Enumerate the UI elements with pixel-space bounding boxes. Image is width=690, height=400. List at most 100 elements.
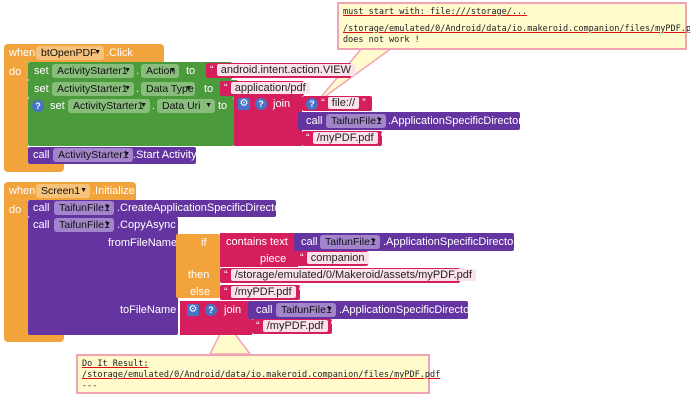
event-block-body: [4, 60, 28, 170]
component-dropdown-taifunfile1[interactable]: TaifunFile1▼: [320, 235, 380, 249]
property-name: Action: [146, 65, 176, 77]
text-value[interactable]: /myPDF.pdf: [230, 286, 296, 298]
component-dropdown-btopenpdf[interactable]: btOpenPDF▼: [36, 46, 104, 60]
text-value[interactable]: companion: [306, 252, 369, 264]
component-name: ActivityStarter1: [57, 65, 128, 77]
comment-line-3: ---: [82, 381, 98, 391]
text-block-companion[interactable]: “ companion ”: [296, 251, 375, 266]
contains-text-block[interactable]: [220, 233, 298, 267]
component-dropdown-screen1[interactable]: Screen1▼: [36, 184, 90, 198]
component-dropdown-activitystarter1[interactable]: ActivityStarter1▼: [53, 148, 133, 162]
dot: .: [152, 100, 156, 112]
dot: .: [136, 65, 140, 77]
comment-line-1: Do It Result:: [82, 359, 149, 369]
do-label: do: [9, 204, 22, 216]
component-name: TaifunFile1: [281, 304, 332, 316]
comment-line-2: /storage/emulated/0/Android/data/io.make…: [82, 370, 441, 380]
component-dropdown-taifunfile1[interactable]: TaifunFile1▼: [54, 201, 114, 215]
mutator-question-icon[interactable]: ?: [32, 100, 44, 112]
set-label: set: [50, 100, 65, 112]
method-name: .CopyAsync: [117, 219, 176, 231]
method-name: .ApplicationSpecificDirectory: [388, 115, 528, 127]
component-dropdown-taifunfile1[interactable]: TaifunFile1▼: [54, 218, 114, 232]
text-block-mypdf[interactable]: “ /myPDF.pdf ”: [252, 319, 334, 334]
comment-bubble-bottom: Do It Result: /storage/emulated/0/Androi…: [76, 354, 441, 394]
gear-icon[interactable]: ⚙: [187, 304, 199, 316]
text-value[interactable]: android.intent.action.VIEW: [216, 64, 355, 76]
comment-bubble-top: must start with: file:///storage/... /st…: [337, 2, 690, 50]
text-value[interactable]: /myPDF.pdf: [312, 132, 378, 144]
call-label: call: [33, 149, 50, 161]
set-label: set: [34, 65, 49, 77]
piece-label: piece: [260, 253, 287, 265]
text-block-action[interactable]: “ android.intent.action.VIEW ”: [206, 63, 362, 78]
comment-line-1: must start with: file:///storage/...: [343, 7, 528, 17]
text-block-mypdf[interactable]: “ /myPDF.pdf ”: [302, 131, 384, 146]
call-label: call: [33, 202, 50, 214]
call-block-copy-async[interactable]: [28, 217, 178, 335]
component-name: TaifunFile1: [59, 219, 110, 231]
component-dropdown-taifunfile1[interactable]: TaifunFile1▼: [326, 114, 386, 128]
component-name: btOpenPDF: [41, 47, 97, 59]
to-file-name-label: toFileName: [120, 304, 177, 316]
method-name: .ApplicationSpecificDirectory: [339, 304, 479, 316]
property-dropdown-action[interactable]: Action▼: [141, 64, 179, 78]
to-label: to: [204, 83, 214, 95]
join-label: join: [273, 98, 291, 110]
property-name: Data Type: [146, 83, 194, 95]
text-value[interactable]: file://: [327, 97, 360, 109]
call-label: call: [33, 219, 50, 231]
method-name: .CreateApplicationSpecificDirectory: [117, 202, 290, 214]
when-label: when: [9, 185, 36, 197]
component-name: TaifunFile1: [59, 202, 110, 214]
event-name: .Initialize: [92, 185, 135, 197]
to-label: to: [186, 65, 196, 77]
event-name: .Click: [106, 47, 133, 59]
text-value[interactable]: /myPDF.pdf: [262, 320, 328, 332]
comment-line-2: /storage/emulated/0/Android/data/io.make…: [343, 24, 690, 34]
else-label: else: [190, 286, 211, 298]
component-name: ActivityStarter1: [57, 83, 128, 95]
then-label: then: [188, 269, 210, 281]
component-name: TaifunFile1: [331, 115, 382, 127]
component-dropdown-activitystarter1[interactable]: ActivityStarter1▼: [52, 82, 134, 96]
method-name: .Start Activity: [133, 149, 197, 161]
join-label: join: [224, 304, 242, 316]
component-name: Screen1: [41, 185, 81, 197]
call-label: call: [301, 236, 318, 248]
component-name: ActivityStarter1: [73, 100, 144, 112]
comment-line-3: does not work !: [343, 35, 420, 45]
to-label: to: [218, 100, 228, 112]
property-name: Data Uri: [162, 100, 201, 112]
event-block-footer: [4, 164, 64, 172]
from-file-name-label: fromFileName: [108, 237, 178, 249]
text-block-file-prefix[interactable]: ? “ file:// ”: [302, 96, 372, 111]
component-name: ActivityStarter1: [58, 149, 129, 161]
call-label: call: [256, 304, 273, 316]
component-dropdown-activitystarter1[interactable]: ActivityStarter1▼: [68, 99, 150, 113]
do-label: do: [9, 66, 22, 78]
set-label: set: [34, 83, 49, 95]
if-label: if: [201, 237, 207, 249]
text-block-else-path[interactable]: “ /myPDF.pdf ”: [220, 285, 302, 300]
help-question-icon[interactable]: ?: [205, 304, 217, 316]
property-dropdown-data-type[interactable]: Data Type▼: [141, 82, 195, 96]
text-value[interactable]: /storage/emulated/0/Makeroid/assets/myPD…: [230, 269, 476, 281]
text-value[interactable]: application/pdf: [230, 82, 310, 94]
component-name: TaifunFile1: [325, 236, 376, 248]
event-block-footer: [4, 334, 64, 342]
contains-text-label: contains text: [226, 236, 288, 248]
help-question-icon[interactable]: ?: [306, 98, 318, 110]
text-block-then-path[interactable]: “ /storage/emulated/0/Makeroid/assets/my…: [220, 268, 483, 283]
help-question-icon[interactable]: ?: [255, 98, 267, 110]
property-dropdown-data-uri[interactable]: Data Uri▼: [157, 99, 215, 113]
dot: .: [136, 83, 140, 95]
gear-icon[interactable]: ⚙: [238, 98, 250, 110]
component-dropdown-taifunfile1[interactable]: TaifunFile1▼: [276, 303, 336, 317]
component-dropdown-activitystarter1[interactable]: ActivityStarter1▼: [52, 64, 134, 78]
method-name: .ApplicationSpecificDirectory: [383, 236, 523, 248]
event-block-body: [4, 198, 28, 336]
call-label: call: [306, 115, 323, 127]
if-block[interactable]: [176, 234, 220, 298]
text-block-data-type[interactable]: “ application/pdf ”: [220, 81, 316, 96]
